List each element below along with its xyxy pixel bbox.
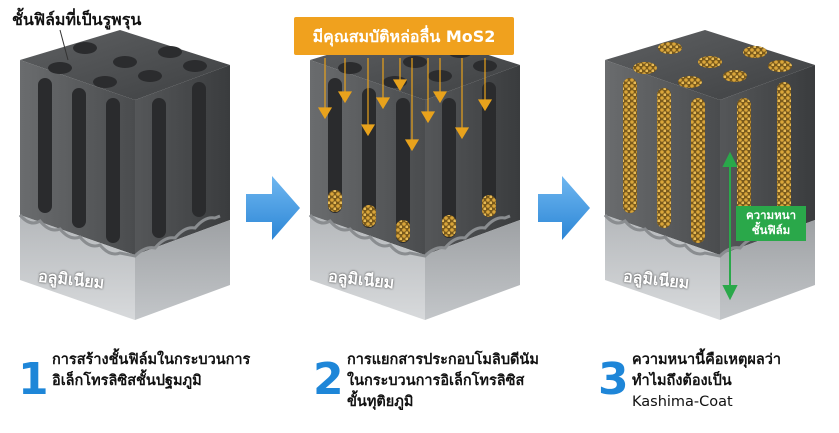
step-number: 2: [313, 354, 344, 405]
step-line: ความหนานี้คือเหตุผลว่า: [632, 352, 782, 368]
mos2-banner-text: มีคุณสมบัติหล่อลื่น MoS2: [312, 27, 496, 46]
step-description: การสร้างชั้นฟิล์มในกระบวนการ อิเล็กโทรลิ…: [52, 350, 250, 392]
step-description: ความหนานี้คือเหตุผลว่า ทำไมถึงต้องเป็น K…: [632, 350, 781, 413]
step-number: 1: [18, 354, 49, 405]
step-line: การสร้างชั้นฟิล์มในกระบวนการ: [52, 352, 251, 368]
step-line: การแยกสารประกอบโมลิบดีนัม: [347, 352, 539, 368]
step-line: อิเล็กโทรลิซิสชั้นปฐมภูมิ: [52, 373, 202, 389]
step-line: Kashima-Coat: [632, 394, 733, 410]
mos2-banner: มีคุณสมบัติหล่อลื่น MoS2: [294, 17, 514, 55]
porous-film-label: ชั้นฟิล์มที่เป็นรูพรุน: [12, 10, 142, 29]
film-thickness-label: ความหนา ชั้นฟิล์ม: [736, 206, 806, 241]
step-line: ทำไมถึงต้องเป็น: [632, 373, 732, 389]
step-description: การแยกสารประกอบโมลิบดีนัม ในกระบวนการอิเ…: [347, 350, 539, 413]
step-line: ขั้นทุติยภูมิ: [347, 394, 414, 410]
step-number: 3: [598, 354, 629, 405]
arrow-right-icon: [246, 176, 300, 240]
block-3: [603, 28, 817, 322]
leader-line: [59, 29, 69, 61]
arrow-right-icon: [538, 176, 590, 240]
step-line: ในกระบวนการอิเล็กโทรลิซิส: [347, 373, 525, 389]
block-2: [308, 28, 522, 322]
thickness-indicator: [722, 151, 738, 301]
film-thickness-line2: ชั้นฟิล์ม: [751, 223, 791, 237]
film-thickness-line1: ความหนา: [745, 208, 797, 222]
